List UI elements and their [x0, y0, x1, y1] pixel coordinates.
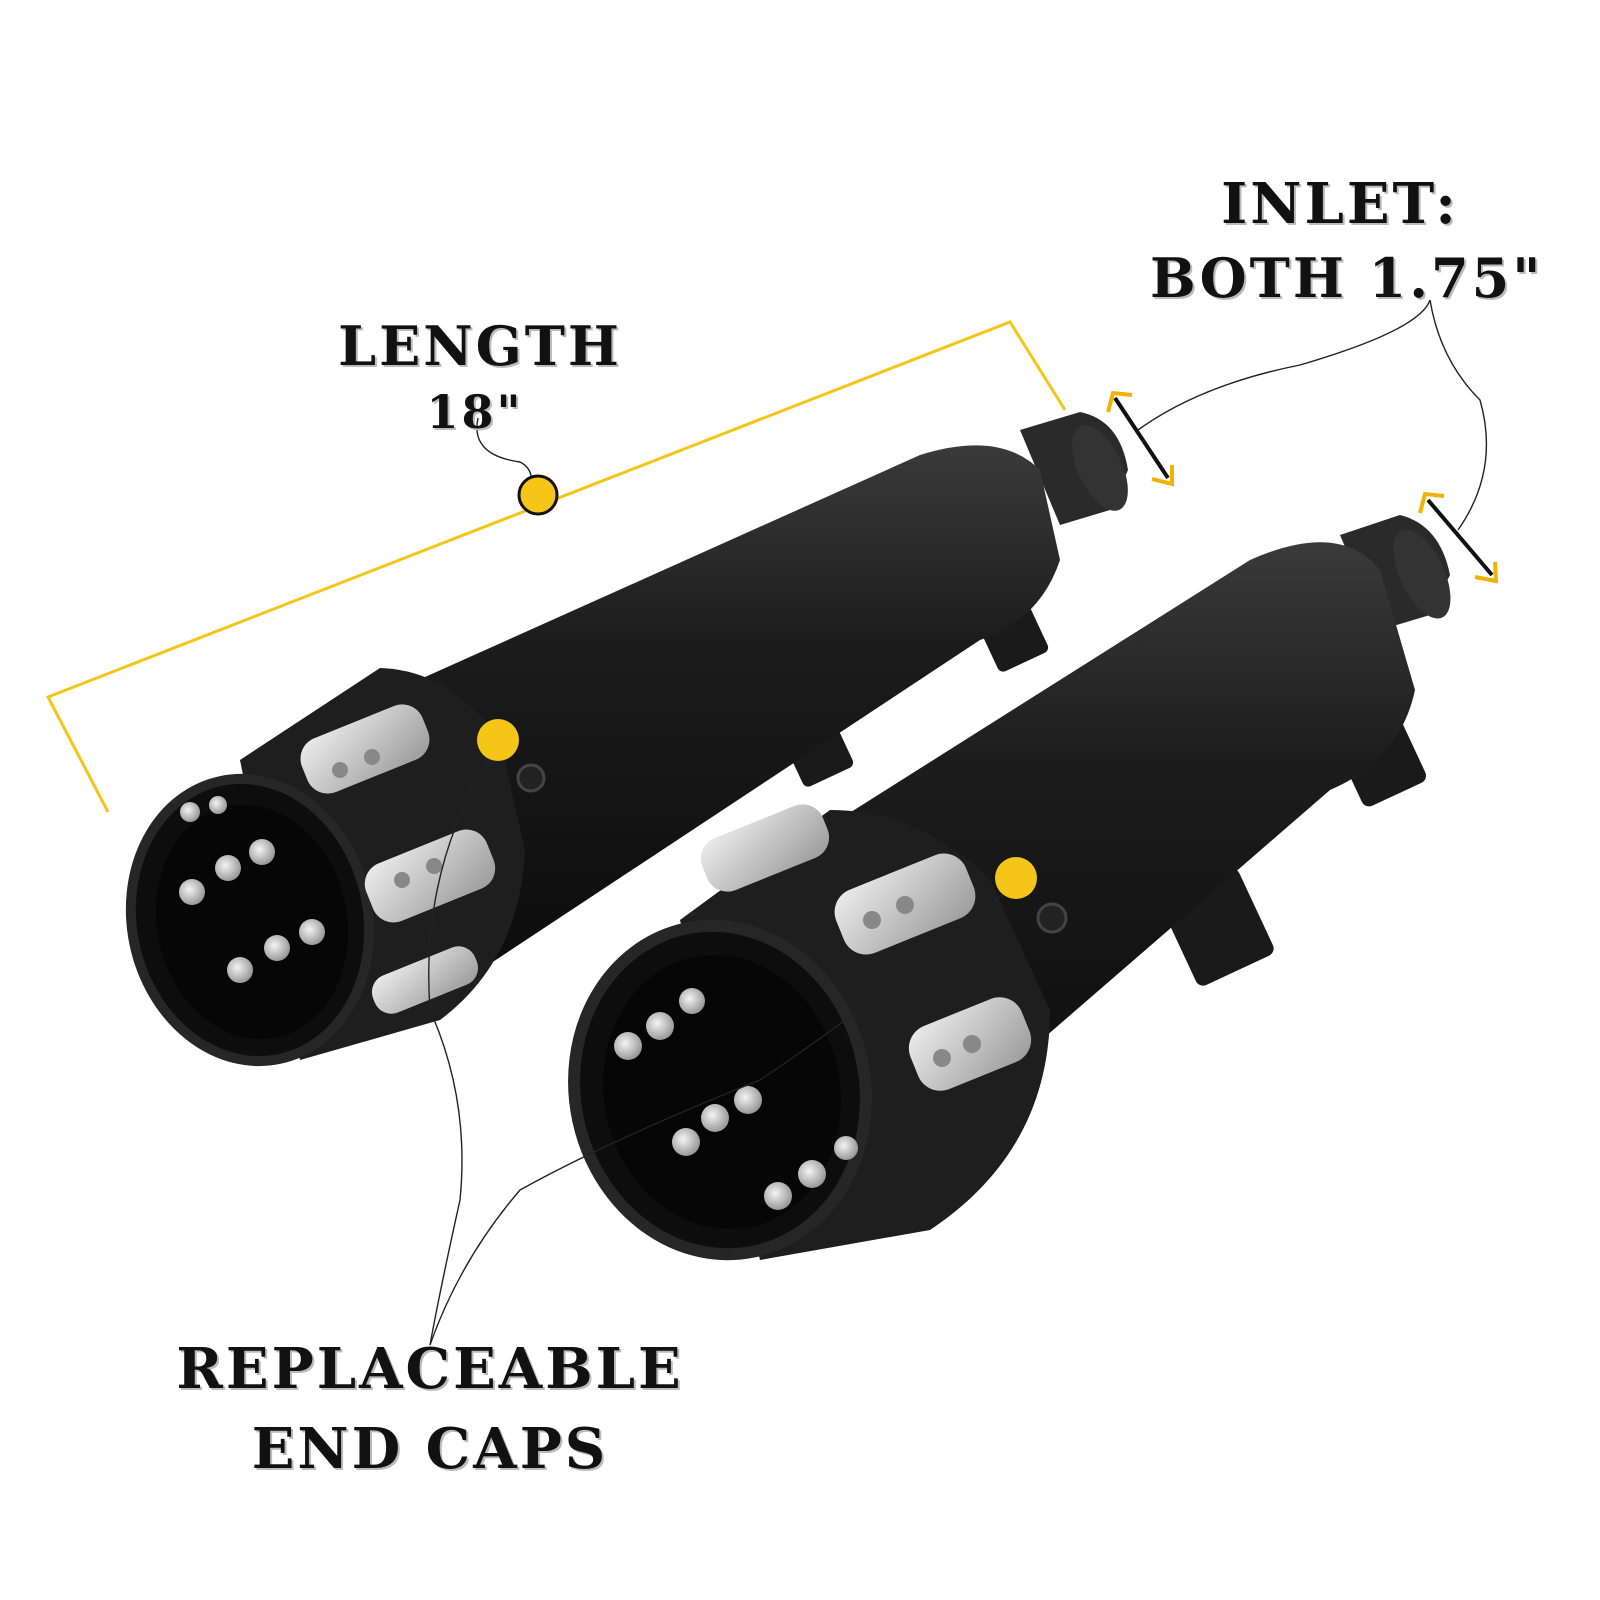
end-cap-marker-dot-front — [995, 857, 1037, 899]
length-label: LENGTH — [338, 314, 622, 378]
muffler-front — [568, 515, 1451, 1261]
muffler-back — [125, 412, 1128, 1067]
end-caps-label-line1: REPLACEABLE — [176, 1336, 684, 1402]
end-cap-marker-dot-back — [477, 719, 519, 761]
inlet-label: INLET: — [1221, 171, 1459, 237]
length-marker-dot — [517, 474, 559, 516]
set-screw — [516, 763, 546, 793]
length-value: 18" — [426, 385, 524, 439]
leader-line-cap-front — [429, 887, 1011, 1346]
inlet-arrow-back — [1106, 390, 1174, 487]
leader-line-inlet-back — [1137, 299, 1431, 431]
leader-line-inlet-front — [1429, 299, 1488, 531]
leader-lines — [428, 299, 1488, 1346]
set-screw — [1036, 902, 1068, 934]
inlet-value: BOTH 1.75" — [1150, 246, 1544, 310]
end-caps-label-line2: END CAPS — [251, 1416, 609, 1482]
leader-line-cap-back — [428, 757, 491, 1346]
inlet-arrow-front — [1418, 491, 1499, 584]
